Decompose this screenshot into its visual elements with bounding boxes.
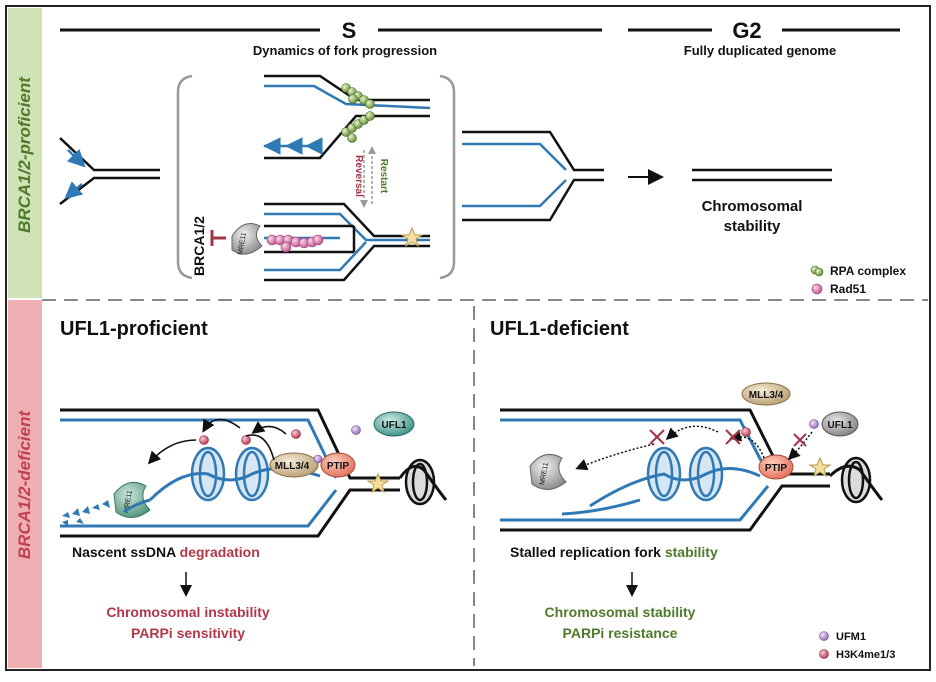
left-bracket <box>176 74 193 280</box>
phase-s-label: S <box>342 18 357 43</box>
right-fork <box>500 408 830 532</box>
right-result-highlight: stability <box>665 544 718 560</box>
brca-label: BRCA1/2 <box>191 216 207 276</box>
right-block-marks <box>649 429 807 447</box>
left-h3k4-marks <box>199 429 301 445</box>
restart-label: Restart <box>378 159 389 194</box>
right-ufl1: UFL1 <box>809 411 859 437</box>
right-outcome-line2: PARPi resistance <box>563 625 678 641</box>
right-ptip-label: PTIP <box>765 463 788 474</box>
phase-g2-subtitle: Fully duplicated genome <box>684 43 836 58</box>
right-mll-label: MLL3/4 <box>749 390 784 401</box>
rpa-complex-cluster <box>341 83 375 143</box>
reversal-restart-arrows: Reversal Restart <box>353 146 389 208</box>
side-label-deficient: BRCA1/2-deficient <box>15 410 34 560</box>
right-star-icon <box>808 456 832 478</box>
duplicated-fork <box>462 130 604 222</box>
left-result-prefix: Nascent ssDNA <box>72 544 180 560</box>
right-ptip: PTIP <box>758 454 794 480</box>
left-mll-label: MLL3/4 <box>275 461 310 472</box>
mre11-top-label: MRE11 <box>237 232 248 256</box>
pink-band <box>8 300 42 668</box>
left-result-highlight: degradation <box>180 544 260 560</box>
left-result-line: Nascent ssDNA degradation <box>72 544 260 560</box>
fork-rpa <box>263 74 431 160</box>
left-outcome-line1: Chromosomal instability <box>106 604 270 620</box>
mre11-top-icon: MRE11 <box>231 223 263 256</box>
left-transfer-arrows <box>147 418 287 465</box>
legend-rpa: RPA complex <box>830 264 906 278</box>
bottom-legend: UFM1 H3K4me1/3 <box>819 631 895 661</box>
top-outcome-line1: Chromosomal <box>702 198 803 215</box>
outer-frame <box>5 5 931 671</box>
brca-inhibition: BRCA1/2 <box>191 216 226 276</box>
right-result-prefix: Stalled replication fork <box>510 544 665 560</box>
left-star-icon <box>366 472 390 494</box>
left-mll-ptip: MLL3/4 PTIP <box>269 452 356 478</box>
left-ufl1-label: UFL1 <box>382 420 407 431</box>
legend-rad51: Rad51 <box>830 282 866 296</box>
left-ptip-label: PTIP <box>327 461 350 472</box>
right-mre11-icon: MRE11 <box>529 453 567 490</box>
side-label-proficient: BRCA1/2-proficient <box>15 76 34 233</box>
left-panel-title: UFL1-proficient <box>60 318 208 340</box>
legend-ufm1: UFM1 <box>836 631 866 643</box>
phase-s-header: S Dynamics of fork progression <box>60 18 602 58</box>
right-panel-title: UFL1-deficient <box>490 318 629 340</box>
right-h3k4-marks <box>741 427 751 437</box>
legend-h3k4: H3K4me1/3 <box>836 649 895 661</box>
top-legend: RPA complex Rad51 <box>810 264 906 296</box>
fork-star-icon <box>400 226 424 248</box>
left-degraded-fragments <box>62 500 110 526</box>
right-mll: MLL3/4 <box>741 382 791 406</box>
reversal-label: Reversal <box>353 155 364 197</box>
initial-fork <box>59 137 160 205</box>
g2-chromosome <box>692 168 832 182</box>
left-outcome-line2: PARPi sensitivity <box>131 625 245 641</box>
right-bracket <box>439 74 456 280</box>
phase-s-subtitle: Dynamics of fork progression <box>253 43 437 58</box>
left-ufl1: UFL1 <box>351 411 415 437</box>
left-degrading-strand <box>123 498 151 514</box>
right-chromatin-ahead <box>828 456 884 504</box>
right-blocked-arrows <box>575 425 813 471</box>
right-outcome-line1: Chromosomal stability <box>545 604 696 620</box>
green-band <box>8 8 42 298</box>
right-nucleosomes <box>561 446 761 516</box>
left-mre11-label: MRE11 <box>123 490 134 514</box>
right-result-line: Stalled replication fork stability <box>510 544 718 560</box>
left-mre11-icon: MRE11 <box>113 481 151 518</box>
rad51-filament <box>266 234 324 253</box>
left-chromatin-ahead <box>398 458 448 506</box>
top-outcome-line2: stability <box>724 218 781 235</box>
phase-g2-header: G2 Fully duplicated genome <box>628 18 900 58</box>
right-ufl1-label: UFL1 <box>828 420 853 431</box>
right-mre11-label: MRE11 <box>539 462 550 486</box>
phase-g2-label: G2 <box>732 18 761 43</box>
